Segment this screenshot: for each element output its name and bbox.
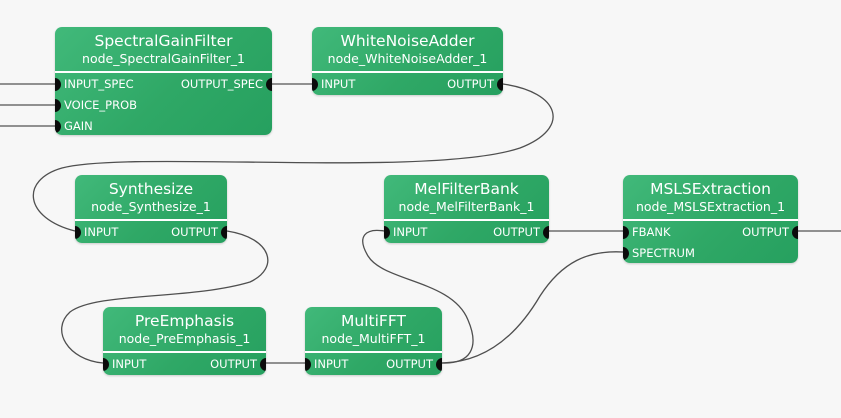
input-port-dot-fbank[interactable] [623, 226, 629, 239]
port-row: INPUT_SPEC OUTPUT_SPEC [55, 74, 272, 95]
output-port-dot-output[interactable] [221, 226, 227, 239]
node-title: Synthesize [108, 180, 194, 198]
input-port-dot-input_spec[interactable] [55, 78, 61, 91]
port-row: SPECTRUM [623, 243, 798, 263]
input-port-dot-input[interactable] [312, 78, 318, 91]
input-port-label: INPUT [321, 77, 356, 91]
input-port-label: INPUT [393, 225, 428, 239]
input-port-label: SPECTRUM [632, 246, 695, 260]
input-port-label: INPUT_SPEC [64, 77, 134, 91]
input-port-label: VOICE_PROB [64, 98, 138, 112]
node-subtitle: node_Synthesize_1 [91, 199, 211, 214]
output-port-label: OUTPUT [171, 225, 218, 239]
port-row: INPUT OUTPUT [75, 222, 227, 243]
node-subtitle: node_WhiteNoiseAdder_1 [327, 51, 488, 66]
node-body-multi_fft: INPUT OUTPUT [305, 353, 442, 375]
output-port-label: OUTPUT [386, 357, 433, 371]
output-port-label: OUTPUT_SPEC [180, 77, 263, 91]
port-row: FBANK OUTPUT [623, 222, 798, 243]
output-port-label: OUTPUT [742, 225, 789, 239]
node-title: MSLSExtraction [650, 180, 771, 198]
node-body-spectral_gain_filter: INPUT_SPEC OUTPUT_SPEC VOICE_PROB GAIN [55, 73, 272, 135]
output-port-label: OUTPUT [210, 357, 257, 371]
output-port-dot-output[interactable] [497, 78, 503, 91]
node-title: WhiteNoiseAdder [340, 32, 475, 50]
node-subtitle: node_SpectralGainFilter_1 [82, 51, 245, 66]
node-title: MelFilterBank [414, 180, 519, 198]
input-port-dot-spectrum[interactable] [623, 247, 629, 260]
input-port-dot-input[interactable] [305, 358, 311, 371]
node-subtitle: node_PreEmphasis_1 [118, 331, 251, 346]
port-row: INPUT OUTPUT [103, 354, 266, 375]
input-port-label: INPUT [84, 225, 119, 239]
input-port-label: INPUT [112, 357, 147, 371]
node-body-mel_filter_bank: INPUT OUTPUT [384, 221, 549, 243]
port-row: INPUT OUTPUT [384, 222, 549, 243]
input-port-dot-input[interactable] [103, 358, 109, 371]
wire-multifft-output-to-msls-spectrum[interactable] [441, 251, 624, 364]
port-row: VOICE_PROB [55, 95, 272, 116]
output-port-dot-output[interactable] [260, 358, 266, 371]
node-body-pre_emphasis: INPUT OUTPUT [103, 353, 266, 375]
output-port-label: OUTPUT [447, 77, 494, 91]
output-port-dot-output_spec[interactable] [266, 78, 272, 91]
node-title: PreEmphasis [134, 312, 235, 330]
node-subtitle: node_MSLSExtraction_1 [635, 199, 786, 214]
input-port-dot-voice_prob[interactable] [55, 99, 61, 112]
output-port-label: OUTPUT [493, 225, 540, 239]
input-port-dot-gain[interactable] [55, 120, 61, 133]
node-title: MultiFFT [341, 312, 406, 330]
port-row: INPUT OUTPUT [305, 354, 442, 375]
input-port-dot-input[interactable] [75, 226, 81, 239]
port-row: INPUT OUTPUT [312, 74, 503, 95]
node-body-white_noise_adder: INPUT OUTPUT [312, 73, 503, 95]
input-port-dot-input[interactable] [384, 226, 390, 239]
output-port-dot-output[interactable] [543, 226, 549, 239]
input-port-label: FBANK [632, 225, 671, 239]
input-port-label: INPUT [314, 357, 349, 371]
node-subtitle: node_MelFilterBank_1 [398, 199, 535, 214]
node-title: SpectralGainFilter [94, 32, 233, 50]
output-port-dot-output[interactable] [436, 358, 442, 371]
node-subtitle: node_MultiFFT_1 [321, 331, 426, 346]
node-body-msls_extraction: FBANK OUTPUT SPECTRUM [623, 221, 798, 263]
node-body-synthesize: INPUT OUTPUT [75, 221, 227, 243]
port-row: GAIN [55, 116, 272, 135]
output-port-dot-output[interactable] [792, 226, 798, 239]
input-port-label: GAIN [64, 119, 93, 133]
